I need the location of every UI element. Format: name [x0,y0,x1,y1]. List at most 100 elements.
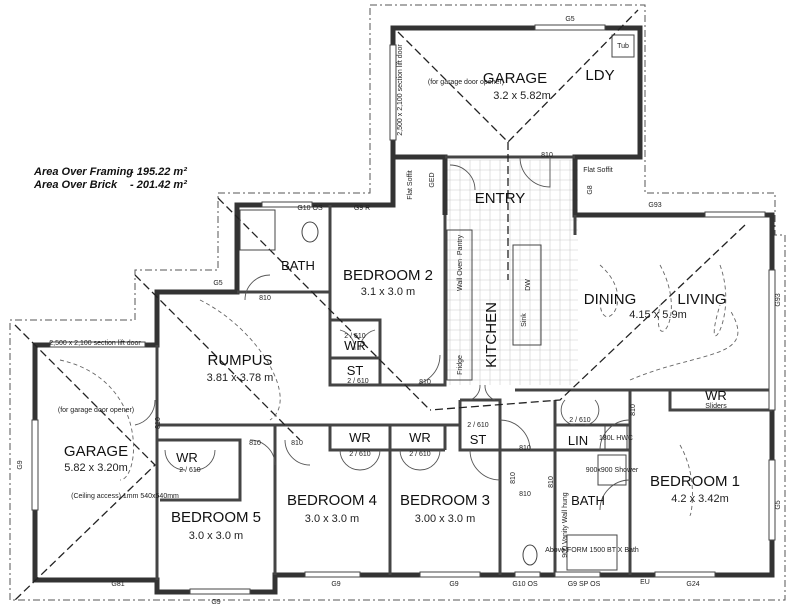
window-code: G9 SP OS [568,581,601,588]
bedroom1-size: 4.2 x 3.42m [671,493,728,505]
window-code: G93 [648,202,661,209]
door-size: 810 [249,440,261,447]
window-code: G5 [775,500,782,509]
shower-top [239,209,276,251]
shower-main [597,454,627,486]
rumpus-name: RUMPUS [207,352,272,369]
tub-note: Tub [617,43,629,50]
ged-note: GED [429,172,436,187]
door-size: 810 [155,417,162,429]
garage-door-left-note: 2,500 x 2,100 section lift door [49,340,141,347]
window-codes: G5 G10 OS G9 R G5 G93 G93 G9 G81 G9 G9 G… [17,16,782,606]
garage-left-size: 5.82 x 3.20m [64,462,128,474]
bedroom2-size: 3.1 x 3.0 m [361,286,415,298]
bedroom4-name: BEDROOM 4 [287,492,377,509]
window-code: G9 R [354,205,370,212]
area-framing-value: - 195.22 m² [130,166,187,178]
garage-door-top-note: 2,500 x 2,100 section lift door [397,44,404,136]
roof-hip-lines [14,9,746,601]
window-code: G10 OS [297,205,323,212]
toilet-top [301,221,319,243]
door-size: 810 [291,440,303,447]
window-code: G8 [587,185,594,194]
door-size: 810 [519,445,531,452]
bedroom5-size: 3.0 x 3.0 m [189,530,243,542]
wr-b1-name: WR [705,388,727,403]
annotations: 2,500 x 2,100 section lift door 2,500 x … [49,43,650,586]
hot-water-cylinder [604,424,628,451]
garage-top-name: GARAGE [483,70,547,87]
opener-top-note: (for garage door opener) [428,79,504,86]
wr-b5-door: 2 / 610 [179,467,201,474]
door-size: 810 [259,295,271,302]
ceiling-access-note: (Ceiling access) 1mm 540x540mm [71,493,179,500]
door-size: 810 [419,379,431,386]
wr-b1-note: Sliders [705,403,727,410]
door-sizes: 810 810 810 810 810 810 810 810 810 810 … [155,152,637,498]
flat-soffit-2-note: Flat Soffit [583,167,612,174]
laundry-tub [611,34,635,58]
flat-soffit-1-note: Flat Soffit [407,170,414,199]
window-code: G9 [449,581,458,588]
st-hall-door: 2 / 610 [467,422,489,429]
door-size: 810 [548,476,555,488]
interior-walls [155,155,772,580]
wr-b3-door: 2 / 610 [409,451,431,458]
roof-outline [9,4,786,601]
kitchen-bench [446,229,473,381]
garage-top-size: 3.2 x 5.82m [493,90,550,102]
bedroom3-name: BEDROOM 3 [400,492,490,509]
linen-name: LIN [568,433,588,448]
toilet-main [522,544,538,566]
dining-name: DINING [584,291,637,308]
windows [31,24,776,595]
opener-left-note: (for garage door opener) [58,407,134,414]
hwc-note: 180L HWC [599,435,633,442]
wr-b2-door: 2 / 610 [344,333,366,340]
room-labels: GARAGE 3.2 x 5.82m LDY ENTRY KITCHEN DIN… [64,67,740,542]
area-brick-label: Area Over Brick [33,179,118,191]
kitchen-name: KITCHEN [483,302,500,368]
window-code: G9 [17,460,24,469]
linen-door: 2 / 610 [569,417,591,424]
wr-b4-name: WR [349,430,371,445]
window-code: G9 [211,599,220,606]
door-size: 810 [630,404,637,416]
wr-b2-name: WR [344,338,366,353]
st-b2-name: ST [347,363,364,378]
living-size: 4.15 x 5.9m [629,309,686,321]
bedroom2-name: BEDROOM 2 [343,267,433,284]
bathtub-note: Above FORM 1500 BT X Bath [545,547,639,554]
area-brick-value: - 201.42 m² [130,179,187,191]
area-framing-label: Area Over Framing [33,166,133,178]
laundry-name: LDY [585,67,614,84]
st-b2-door: 2 / 610 [347,378,369,385]
door-size: 810 [519,491,531,498]
wr-b5-name: WR [176,450,198,465]
wr-b3-name: WR [409,430,431,445]
bathtub [566,534,618,571]
dw-note: DW [525,279,532,291]
vanity-note: 900 Vanity Wall hung [562,492,569,557]
window-code: G5 [213,280,222,287]
window-code: G93 [775,293,782,306]
window-code: G81 [111,581,124,588]
window-code: G5 [565,16,574,23]
wall-oven-note: Wall Oven [457,259,464,291]
bedroom5-name: BEDROOM 5 [171,509,261,526]
door-swings [134,156,631,511]
rumpus-size: 3.81 x 3.78 m [207,372,274,384]
bedroom4-size: 3.0 x 3.0 m [305,513,359,525]
st-hall-name: ST [470,432,487,447]
bath-top-name: BATH [281,258,315,273]
window-code: G9 [331,581,340,588]
bedroom3-size: 3.00 x 3.0 m [415,513,476,525]
bath-main-name: BATH [571,493,605,508]
fridge-note: Fridge [457,355,464,375]
window-code: G10 OS [512,581,538,588]
fixtures [239,34,635,571]
area-summary: Area Over Framing - 195.22 m² Area Over … [33,166,187,191]
door-size: 810 [541,152,553,159]
garage-left-name: GARAGE [64,443,128,460]
